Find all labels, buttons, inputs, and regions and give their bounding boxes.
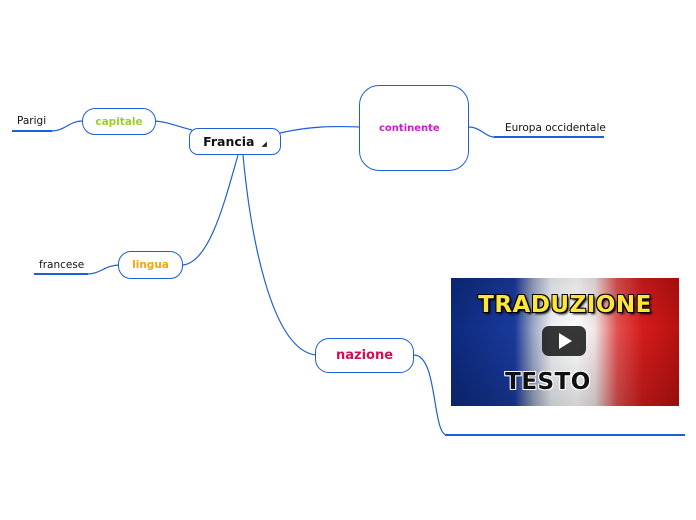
topic-lingua-label: lingua (132, 259, 169, 271)
link-capitale-parigi (51, 120, 83, 132)
video-title-top: TRADUZIONE (478, 292, 652, 318)
video-thumbnail[interactable]: TRADUZIONE TESTO (451, 278, 679, 406)
link-root-capitale (154, 120, 193, 131)
leaf-parigi[interactable]: Parigi (17, 115, 47, 127)
play-triangle (559, 333, 572, 349)
triangle-down-right-icon[interactable]: ◢ (261, 139, 267, 148)
topic-continente[interactable]: continente (359, 85, 469, 171)
leaf-francese-underline (34, 273, 88, 275)
link-continente-europa (468, 126, 495, 138)
link-nazione-video (413, 354, 448, 436)
leaf-europa-underline (494, 136, 604, 138)
leaf-europa-occidentale[interactable]: Europa occidentale (505, 122, 606, 134)
video-underline (445, 434, 685, 436)
topic-lingua[interactable]: lingua (118, 251, 183, 279)
link-root-continente (279, 125, 361, 134)
link-root-lingua (182, 154, 239, 266)
leaf-parigi-underline (12, 130, 52, 132)
play-icon[interactable] (542, 326, 586, 356)
root-node-label: Francia (203, 134, 255, 149)
root-node-francia[interactable]: Francia ◢ (189, 128, 281, 155)
topic-capitale[interactable]: capitale (82, 108, 156, 135)
link-lingua-francese (87, 264, 121, 275)
topic-capitale-label: capitale (95, 115, 143, 128)
video-title-bottom: TESTO (505, 369, 591, 395)
topic-continente-label: continente (379, 123, 440, 134)
topic-nazione[interactable]: nazione (315, 338, 414, 373)
link-root-nazione (242, 154, 317, 356)
topic-nazione-label: nazione (335, 348, 394, 363)
leaf-francese[interactable]: francese (39, 259, 85, 271)
